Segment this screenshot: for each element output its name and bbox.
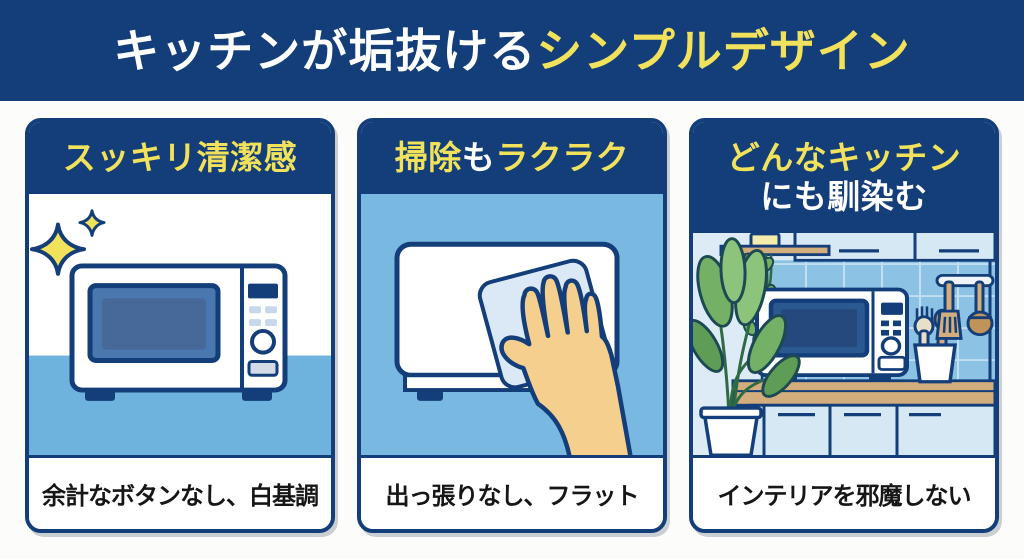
- wood-shelf: [719, 244, 831, 256]
- microwave-icon: [69, 263, 288, 401]
- heading-segment: どんなキッチン: [726, 139, 962, 176]
- card-easy-clean-caption: 出っ張りなし、フラット: [361, 455, 663, 529]
- card-easy-clean-header: 掃除もラクラク: [361, 122, 663, 194]
- card-clean-look-header: スッキリ清潔感: [29, 122, 331, 194]
- card-fits-kitchen-illustration: [693, 232, 995, 455]
- heading-segment: スッキリ清潔感: [62, 139, 298, 176]
- feature-cards-row: スッキリ清潔感: [0, 118, 1024, 533]
- card-fits-kitchen-caption: インテリアを邪魔しない: [693, 455, 995, 529]
- card-clean-look-illustration: [29, 193, 331, 455]
- card-clean-look-caption: 余計なボタンなし、白基調: [29, 455, 331, 529]
- card-clean-look-heading: スッキリ清潔感: [63, 139, 298, 178]
- kitchen-scene-illustration: [693, 232, 995, 455]
- hand-icon: [499, 274, 633, 455]
- sparkling-microwave-illustration: [29, 193, 331, 455]
- potted-plant: [693, 237, 801, 455]
- heading-segment: 掃除: [394, 139, 462, 176]
- card-easy-clean-heading: 掃除もラクラク: [395, 139, 630, 178]
- card-fits-kitchen-heading-line2: にも馴染む: [760, 178, 928, 217]
- wiping-hand-illustration: [361, 193, 663, 455]
- card-fits-kitchen-header: どんなキッチン にも馴染む: [693, 122, 995, 233]
- card-easy-clean: 掃除もラクラク: [357, 118, 667, 533]
- heading-segment: も: [461, 139, 496, 176]
- heading-segment: ラクラク: [495, 139, 630, 176]
- page-title: キッチンが垢抜けるシンプルデザイン: [113, 28, 911, 74]
- page-title-white-part: キッチンが垢抜ける: [113, 24, 537, 77]
- hanging-utensils: [935, 273, 995, 340]
- card-clean-look: スッキリ清潔感: [25, 118, 335, 533]
- header-banner: キッチンが垢抜けるシンプルデザイン: [0, 0, 1024, 101]
- page-title-yellow-part: シンプルデザイン: [536, 24, 911, 77]
- lower-cabinets: [747, 403, 995, 455]
- heading-segment: にも馴染む: [760, 177, 928, 215]
- card-easy-clean-illustration: [361, 193, 663, 455]
- sparkle-icon: [30, 209, 106, 276]
- card-fits-kitchen: どんなキッチン にも馴染む: [689, 118, 999, 533]
- card-fits-kitchen-heading-line1: どんなキッチン: [727, 139, 962, 178]
